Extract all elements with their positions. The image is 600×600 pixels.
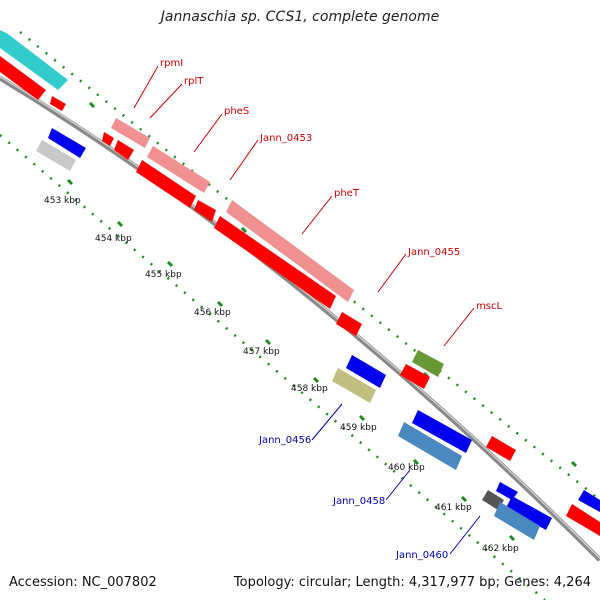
cds-feature xyxy=(482,490,504,510)
pheT-gene xyxy=(226,200,354,302)
cds-feature xyxy=(346,355,386,388)
cds-feature xyxy=(486,436,516,461)
mscL-gene xyxy=(412,350,444,377)
accession-text: Accession: NC_007802 xyxy=(9,575,157,590)
major-ticks xyxy=(66,101,578,542)
cds-feature xyxy=(194,200,216,222)
tick-label: 459 kbp xyxy=(340,423,377,433)
cds-feature xyxy=(114,140,134,160)
genome-backbone-highlight xyxy=(0,75,600,559)
tick-label: 455 kbp xyxy=(145,270,182,280)
tick-label: 461 kbp xyxy=(435,503,472,513)
tick-label: 460 kbp xyxy=(388,463,425,473)
gene-label-Jann_0456: Jann_0456 xyxy=(258,435,311,446)
map-title: Jannaschia sp. CCS1, complete genome xyxy=(160,9,440,25)
inner-tick-ring xyxy=(0,134,546,600)
pheS-gene xyxy=(147,146,210,193)
gene-label-mscL: mscL xyxy=(476,301,502,312)
cds-feature xyxy=(336,312,362,336)
cds-feature xyxy=(400,364,430,389)
gene-label-rpmI: rpmI xyxy=(160,58,183,69)
tick-label: 458 kbp xyxy=(291,384,328,394)
genome-summary-text: Topology: circular; Length: 4,317,977 bp… xyxy=(233,575,591,590)
gene-label-pheS: pheS xyxy=(224,106,249,117)
gene-label-rplT: rplT xyxy=(184,76,204,87)
Jann_0458-gene xyxy=(398,422,462,470)
cds-feature xyxy=(496,482,518,500)
red-label-leaders xyxy=(133,65,475,347)
cds-feature xyxy=(214,216,336,309)
Jann_0460-gene xyxy=(494,502,540,540)
gene-label-Jann_0460: Jann_0460 xyxy=(395,550,448,561)
cds-feature xyxy=(412,410,472,453)
rpmI-gene xyxy=(111,118,150,148)
cds-feature xyxy=(578,490,600,512)
kbp-tick-labels: 453 kbp 454 kbp 455 kbp 456 kbp 457 kbp … xyxy=(44,196,519,554)
cds-feature xyxy=(36,140,76,171)
genome-backbone xyxy=(0,75,600,562)
cds-feature xyxy=(48,128,86,158)
tick-label: 462 kbp xyxy=(482,544,519,554)
gene-label-Jann_0455: Jann_0455 xyxy=(407,247,460,258)
cds-feature xyxy=(0,56,46,100)
tick-label: 454 kbp xyxy=(95,234,132,244)
gene-label-Jann_0458: Jann_0458 xyxy=(332,496,385,507)
tick-label: 456 kbp xyxy=(194,308,231,318)
gene-label-pheT: pheT xyxy=(334,188,360,199)
cds-feature xyxy=(506,496,552,530)
cds-feature xyxy=(102,132,114,146)
cds-feature xyxy=(136,160,196,208)
gene-labels: rpmI rplT pheS Jann_0453 pheT Jann_0455 … xyxy=(160,58,502,561)
cds-feature xyxy=(50,96,66,111)
cds-feature xyxy=(566,504,600,536)
Jann_0456-gene xyxy=(332,368,376,403)
gene-label-Jann_0453: Jann_0453 xyxy=(259,133,312,144)
tick-label: 457 kbp xyxy=(243,347,280,357)
blue-label-leaders xyxy=(311,403,481,555)
tick-label: 453 kbp xyxy=(44,196,81,206)
rna-feature xyxy=(0,30,68,90)
